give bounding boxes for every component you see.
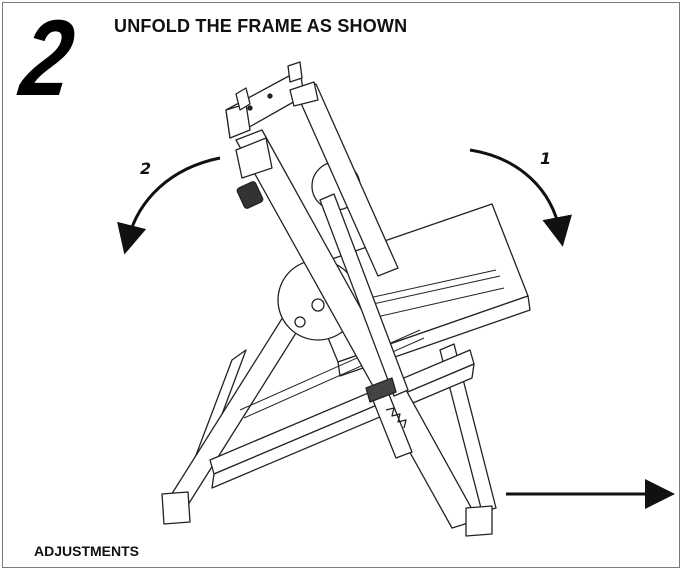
adjustment-knob [236, 181, 264, 209]
rotation-arrow-left [117, 156, 221, 255]
arrow-label-right: 1 [540, 149, 551, 168]
arrow-label-left: 2 [140, 159, 151, 178]
step-title: UNFOLD THE FRAME AS SHOWN [114, 16, 408, 36]
foot-left [161, 491, 191, 525]
foot-right [465, 505, 493, 537]
rotation-arrow-right [469, 148, 572, 247]
section-label: ADJUSTMENTS [34, 543, 140, 559]
